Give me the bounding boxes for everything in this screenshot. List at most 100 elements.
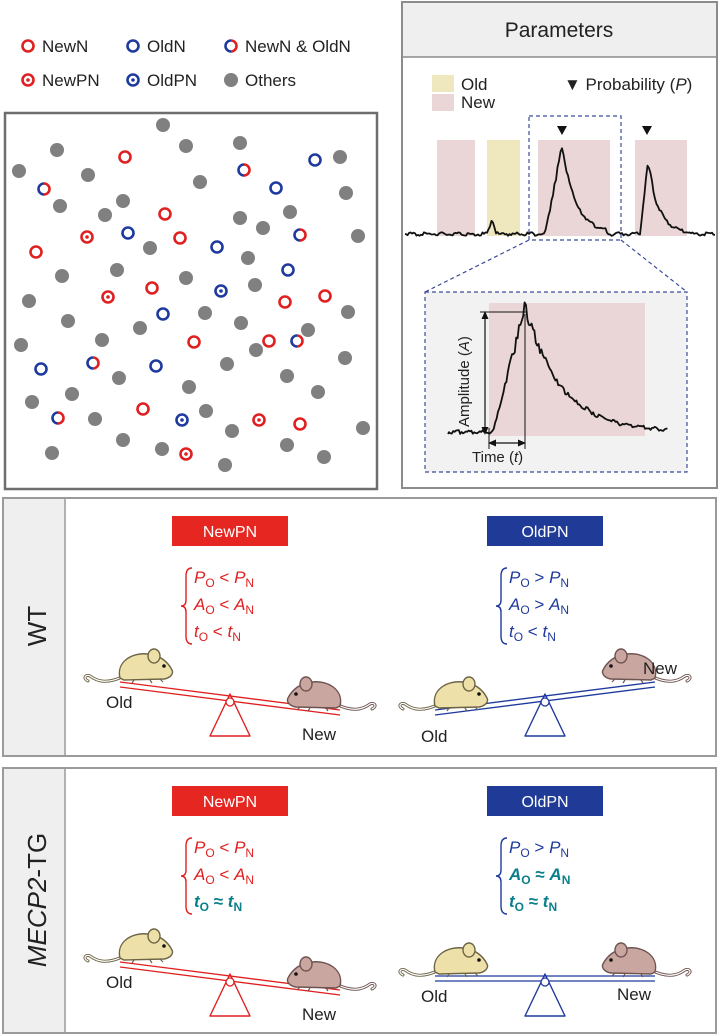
cell-other xyxy=(61,314,75,328)
both-marker-icon xyxy=(224,39,238,53)
cell-other xyxy=(50,143,64,157)
neuron-type-badge xyxy=(487,516,603,546)
condition-label-wt: WT xyxy=(22,606,52,647)
legend-item-oldpn: OldPN xyxy=(126,71,197,90)
parameters-title: Parameters xyxy=(505,19,614,42)
panel-tg-label-bg xyxy=(4,769,65,1032)
newn-marker-icon xyxy=(21,39,35,53)
cell-newn xyxy=(145,281,159,295)
param-legend-old: Old xyxy=(461,75,487,94)
new-mouse-icon xyxy=(286,956,377,992)
param-legend-probability: ▼ Probability (P) xyxy=(564,75,692,94)
new-label: New xyxy=(617,985,652,1004)
cell-newpn xyxy=(179,447,193,461)
inequality-t: tO < tN xyxy=(509,622,556,644)
cell-other xyxy=(116,433,130,447)
others-marker-icon xyxy=(224,73,238,87)
cell-newn xyxy=(293,417,307,431)
cell-newn xyxy=(318,289,332,303)
cell-oldn xyxy=(149,359,163,373)
cell-other xyxy=(193,175,207,189)
neuron-type-badge xyxy=(172,516,288,546)
inequality-p: PO < PN xyxy=(194,838,254,860)
cell-legend: NewN OldN NewN & OldN NewPN OldPN xyxy=(21,37,351,90)
cell-other xyxy=(112,371,126,385)
cell-oldpn xyxy=(214,284,228,298)
cell-other xyxy=(25,395,39,409)
cell-other xyxy=(14,338,28,352)
amplitude-label: Amplitude (A) xyxy=(456,336,473,427)
cell-other xyxy=(341,305,355,319)
cell-newn xyxy=(173,231,187,245)
brace-icon xyxy=(180,837,193,915)
inequality-a: AO < AN xyxy=(193,595,254,617)
inequality-a: AO ≈ AN xyxy=(508,865,570,887)
time-arrow xyxy=(488,314,526,449)
old-mouse-icon xyxy=(398,676,489,712)
legend-label-both: NewN & OldN xyxy=(245,37,351,56)
probability-marker-icon xyxy=(642,126,652,135)
new-epoch-1 xyxy=(437,140,475,236)
pivot-icon xyxy=(225,697,235,707)
neuron-type-badge xyxy=(487,786,603,816)
legend-label-newn: NewN xyxy=(42,37,88,56)
cell-other xyxy=(143,241,157,255)
new-label: New xyxy=(643,659,678,678)
new-epoch-2 xyxy=(538,140,610,236)
cell-oldn xyxy=(308,153,322,167)
new-epoch-3 xyxy=(635,140,687,236)
condition-label-mecp2-tg: MECP2-TG xyxy=(22,833,52,967)
cell-other xyxy=(12,164,26,178)
inequality-a: AO > AN xyxy=(508,595,569,617)
legend-item-oldn: OldN xyxy=(126,37,186,56)
panel-wt-frame xyxy=(2,497,717,757)
zoom-new-epoch xyxy=(489,303,645,436)
cell-other xyxy=(110,263,124,277)
panel-wt-label-bg xyxy=(4,499,65,755)
seesaw xyxy=(119,681,341,737)
newpn-marker-icon xyxy=(21,73,35,87)
probability-marker-icon xyxy=(557,126,567,135)
new-label: New xyxy=(302,725,337,744)
cell-other xyxy=(280,438,294,452)
cell-other xyxy=(233,211,247,225)
old-mouse-icon xyxy=(83,928,174,964)
cell-other xyxy=(179,139,193,153)
inequality-p: PO > PN xyxy=(509,568,569,590)
cell-other xyxy=(249,343,263,357)
panel-tg-frame xyxy=(2,767,717,1034)
cell-other xyxy=(248,278,262,292)
oldn-marker-icon xyxy=(126,39,140,53)
seesaw xyxy=(435,973,655,1017)
new-swatch xyxy=(432,94,454,111)
cell-other xyxy=(220,357,234,371)
cell-newn xyxy=(187,335,201,349)
legend-label-oldpn: OldPN xyxy=(147,71,197,90)
cell-both xyxy=(37,182,51,196)
cell-field-frame xyxy=(3,111,379,491)
legend-label-newpn: NewPN xyxy=(42,71,100,90)
cell-other xyxy=(65,387,79,401)
cell-other xyxy=(55,269,69,283)
legend-label-oldn: OldN xyxy=(147,37,186,56)
cell-other xyxy=(182,380,196,394)
old-mouse-icon xyxy=(398,942,489,978)
cell-other xyxy=(53,199,67,213)
cell-newpn xyxy=(80,230,94,244)
cell-newn xyxy=(278,295,292,309)
legend-label-others: Others xyxy=(245,71,296,90)
cell-oldn xyxy=(281,263,295,277)
cell-other xyxy=(241,251,255,265)
new-label: New xyxy=(302,1005,337,1024)
inequality-p: PO > PN xyxy=(509,838,569,860)
cell-other xyxy=(280,369,294,383)
cell-other xyxy=(22,294,36,308)
cell-other xyxy=(45,446,59,460)
parameters-panel: Parameters Old New ▼ Probability (P) xyxy=(401,1,718,489)
cell-newpn xyxy=(101,290,115,304)
cell-other xyxy=(256,221,270,235)
cell-other xyxy=(218,458,232,472)
